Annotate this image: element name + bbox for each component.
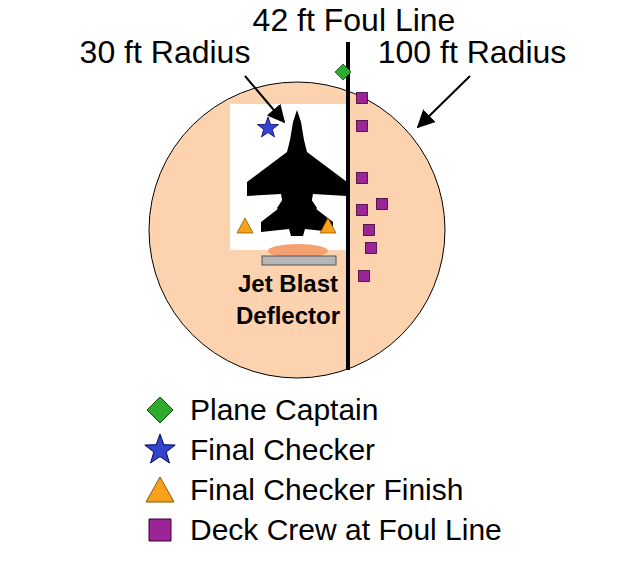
legend-text: Final Checker [190,433,375,466]
label-text: 100 ft Radius [378,34,567,70]
label-text: Jet Blast Deflector [236,270,340,329]
radius-label: 30 ft Radius [80,34,251,71]
legend-entry: Final Checker Finish [190,473,463,508]
aircraft-area [230,104,350,250]
diamond-legend-symbol [147,397,173,423]
jet-blast-deflector [262,256,336,265]
triangle-legend-symbol [146,477,174,502]
blast-radius-circle [149,82,445,378]
foul-line [346,42,350,370]
legend-text: Plane Captain [190,393,378,426]
aircraft-tails [277,190,317,212]
plane-captain-marker [335,64,351,80]
radius-label: 100 ft Radius [378,34,567,71]
legend-entry: Plane Captain [190,393,378,428]
square-legend-symbol [149,519,171,541]
final-checker-finish-marker [320,218,336,233]
aircraft-silhouette [247,110,347,236]
leader-arrow [245,76,284,122]
legend-markers [145,397,175,541]
final-checker-finish-marker [237,218,253,233]
final-checker-marker [258,117,279,137]
legend-entry: Final Checker [190,433,375,468]
legend-text: Final Checker Finish [190,473,463,506]
leader-arrow [418,76,470,127]
star-legend-symbol [145,434,175,463]
foul-line-label: 42 ft Foul Line [253,2,456,39]
legend-entry: Deck Crew at Foul Line [190,513,502,548]
deck-crew-markers [357,93,388,282]
deflector-label: Jet Blast Deflector [228,268,348,333]
legend-text: Deck Crew at Foul Line [190,513,502,546]
label-text: 30 ft Radius [80,34,251,70]
label-text: 42 ft Foul Line [253,2,456,38]
